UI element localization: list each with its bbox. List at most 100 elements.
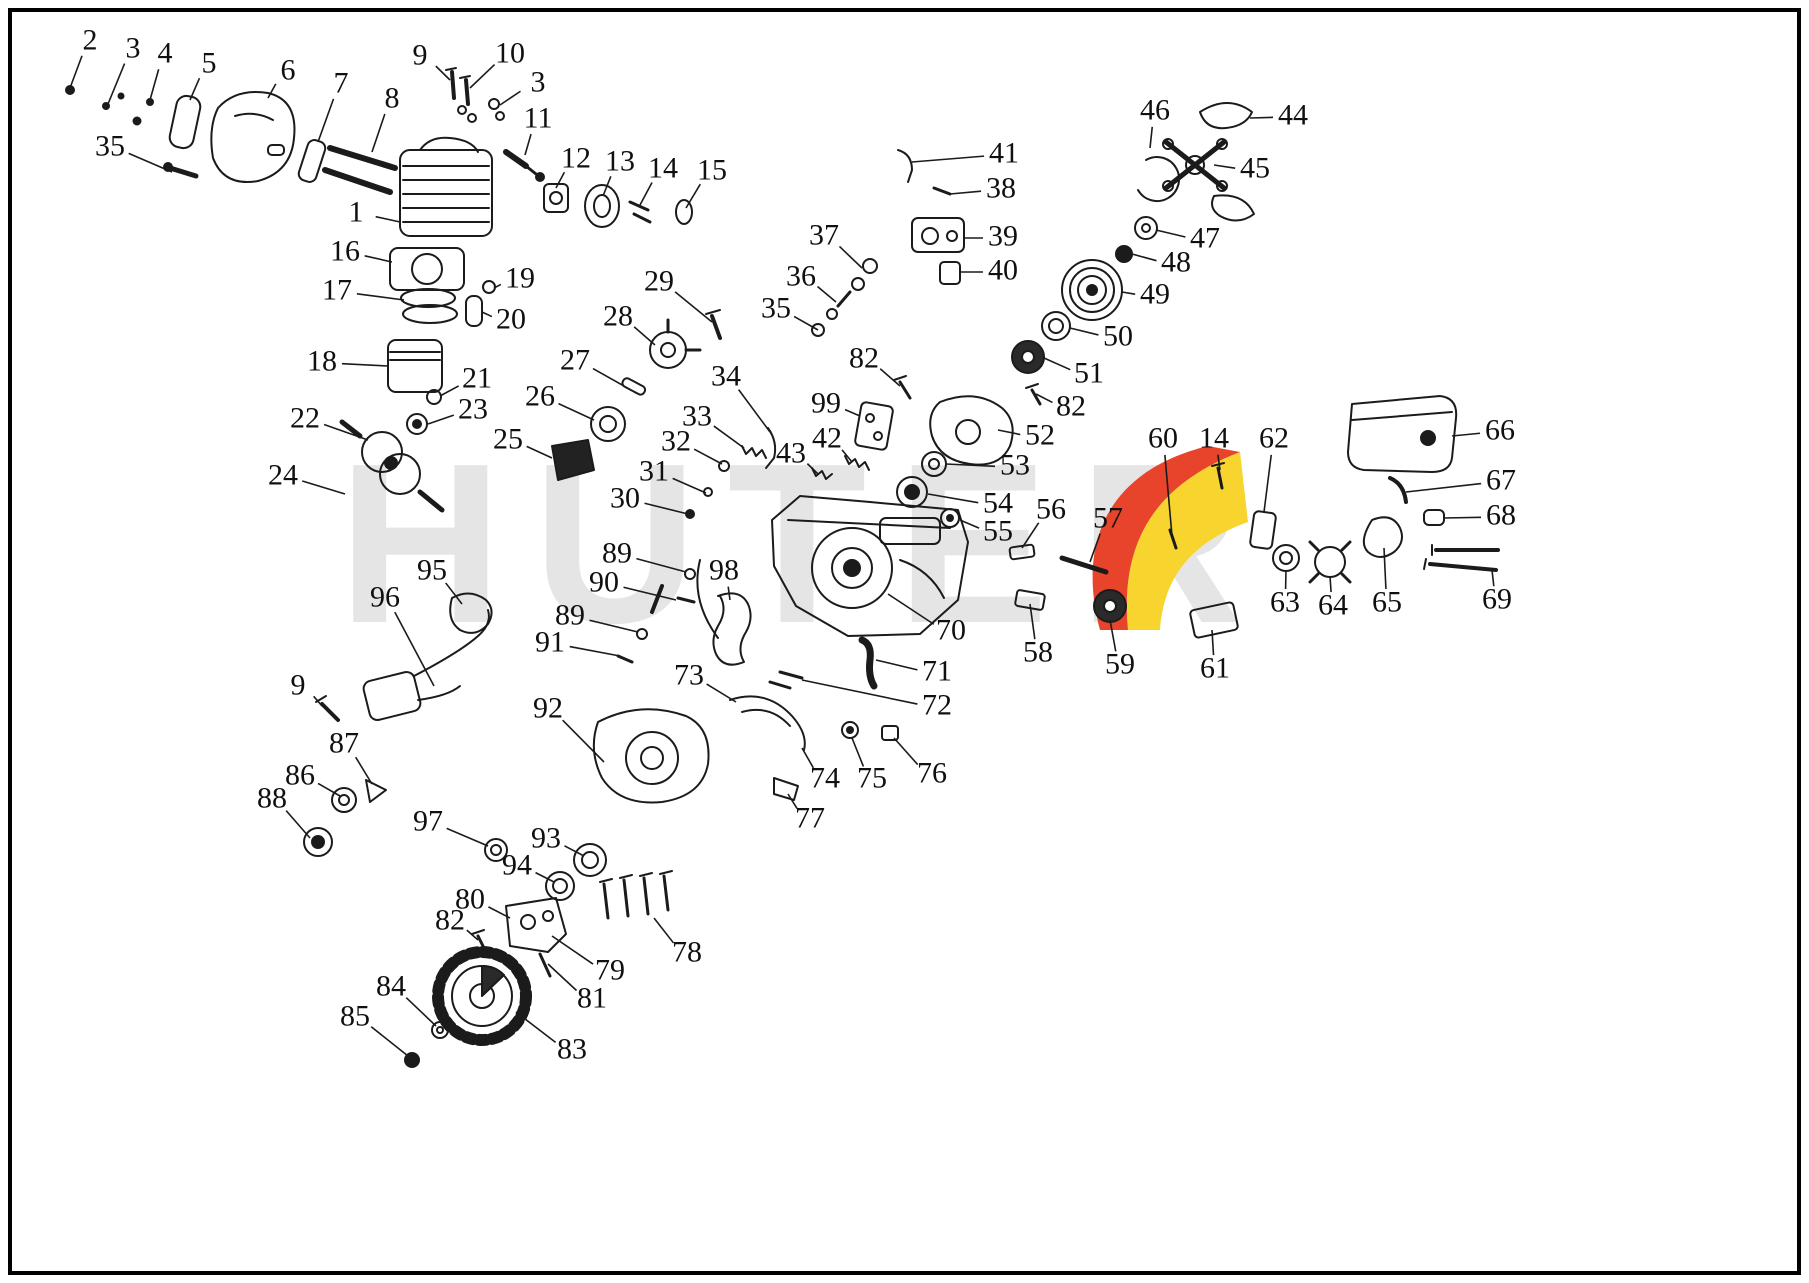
part-label: 31 <box>639 454 669 488</box>
part-screws-14 <box>628 200 652 224</box>
part-label: 82 <box>1056 389 1086 423</box>
leader-line <box>354 756 373 785</box>
leader-line <box>997 429 1021 436</box>
leader-line <box>1249 116 1274 119</box>
part-label: 6 <box>280 53 296 87</box>
leader-line <box>394 611 435 687</box>
part-label: 28 <box>603 299 633 333</box>
part-label: 54 <box>983 486 1013 520</box>
part-label: 35 <box>95 129 125 163</box>
part-label: 17 <box>322 273 352 307</box>
part-bearing-23 <box>406 413 428 435</box>
part-label: 14 <box>648 151 678 185</box>
part-bearings-93-94 <box>545 843 607 901</box>
part-label: 48 <box>1161 245 1191 279</box>
part-pin-27 <box>621 377 647 396</box>
part-chain-71 <box>858 636 878 690</box>
leader-line <box>488 906 511 919</box>
part-label: 25 <box>493 422 523 456</box>
leader-line <box>1217 454 1221 471</box>
leader-line <box>562 719 605 763</box>
leader-line <box>445 582 463 605</box>
part-label: 67 <box>1486 463 1516 497</box>
part-label: 99 <box>811 386 841 420</box>
leader-line <box>371 113 386 153</box>
part-screw-81 <box>538 952 552 978</box>
leader-line <box>727 586 731 601</box>
leader-line <box>128 152 173 173</box>
part-plate-79-80 <box>505 897 567 953</box>
leader-line <box>927 493 979 504</box>
part-handle-73-74 <box>729 695 806 751</box>
leader-line <box>737 389 771 433</box>
part-bits-75-76 <box>841 721 899 741</box>
part-label: 78 <box>672 935 702 969</box>
part-piston-rings <box>400 288 458 324</box>
part-label: 76 <box>917 756 947 790</box>
part-label: 74 <box>810 761 840 795</box>
part-label: 24 <box>268 458 298 492</box>
part-label: 37 <box>809 218 839 252</box>
leader-line <box>1491 569 1495 587</box>
leader-line <box>466 929 479 941</box>
leader-line <box>481 311 493 318</box>
part-circlip-21 <box>426 389 442 405</box>
part-label: 30 <box>610 481 640 515</box>
part-label: 27 <box>560 343 590 377</box>
leader-line <box>499 90 521 106</box>
part-label: 7 <box>333 66 349 100</box>
part-label: 75 <box>857 761 887 795</box>
part-label: 82 <box>849 341 879 375</box>
part-screws-82 <box>471 375 1042 954</box>
leader-line <box>1109 619 1117 652</box>
leader-line <box>323 423 369 441</box>
swoosh-yellow-shape <box>1126 452 1248 630</box>
leader-line <box>469 63 496 89</box>
leader-line <box>107 63 126 105</box>
part-label: 46 <box>1140 93 1170 127</box>
part-fasteners-89-91 <box>616 568 696 664</box>
leader-line <box>787 793 798 809</box>
part-label: 68 <box>1486 498 1516 532</box>
part-label: 83 <box>557 1032 587 1066</box>
part-washer-84 <box>431 1021 449 1039</box>
part-bolt-57 <box>1059 555 1109 575</box>
part-label: 45 <box>1240 151 1270 185</box>
part-label: 93 <box>531 821 561 855</box>
part-ignition-coil <box>362 609 490 721</box>
part-label: 63 <box>1270 585 1300 619</box>
leader-line <box>1121 291 1136 295</box>
part-label: 60 <box>1148 421 1178 455</box>
leader-line <box>564 845 585 857</box>
leader-line <box>1035 393 1053 404</box>
part-label: 12 <box>561 141 591 175</box>
part-label: 90 <box>589 565 619 599</box>
part-gasket-98 <box>712 592 752 666</box>
part-label: 77 <box>795 801 825 835</box>
leader-line <box>1211 629 1215 656</box>
part-starter-pulley-49 <box>1061 259 1123 321</box>
leader-line <box>524 133 532 156</box>
part-label: 94 <box>502 848 532 882</box>
leader-line <box>633 326 656 346</box>
part-label: 22 <box>290 401 320 435</box>
leader-line <box>149 69 160 101</box>
part-label: 66 <box>1485 413 1515 447</box>
part-label: 38 <box>986 171 1016 205</box>
part-label: 16 <box>330 234 360 268</box>
part-label: 15 <box>697 153 727 187</box>
part-label: 95 <box>417 553 447 587</box>
part-label: 26 <box>525 379 555 413</box>
leader-line <box>841 449 853 463</box>
part-label: 13 <box>605 144 635 178</box>
part-spring-33 <box>741 445 767 459</box>
leader-line <box>364 255 393 263</box>
part-label: 19 <box>505 261 535 295</box>
part-label: 52 <box>1025 418 1055 452</box>
part-label: 65 <box>1372 585 1402 619</box>
part-label: 86 <box>285 758 315 792</box>
part-springs-42-43 <box>811 455 870 480</box>
leader-line <box>706 683 737 703</box>
leader-line <box>801 679 918 705</box>
part-label: 50 <box>1103 319 1133 353</box>
